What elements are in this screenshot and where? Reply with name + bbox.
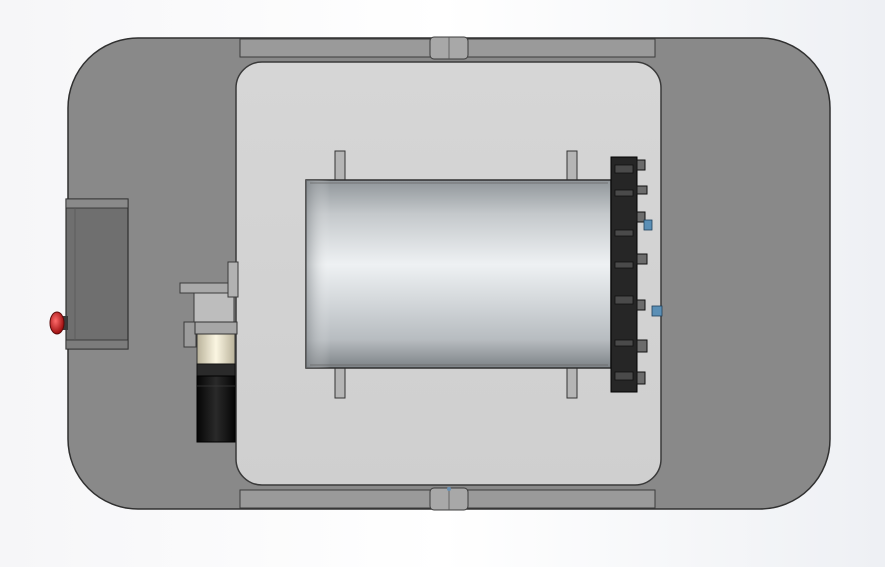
emergency-stop-button-icon[interactable] [49,311,68,335]
bottom-hinge-rail [239,487,656,511]
control-box [65,198,129,350]
drum-end-plate [610,156,663,393]
motor-icon [194,321,238,443]
motor-mount-bracket [179,261,239,348]
top-hinge-rail [239,36,656,60]
drum-icon [305,179,612,369]
